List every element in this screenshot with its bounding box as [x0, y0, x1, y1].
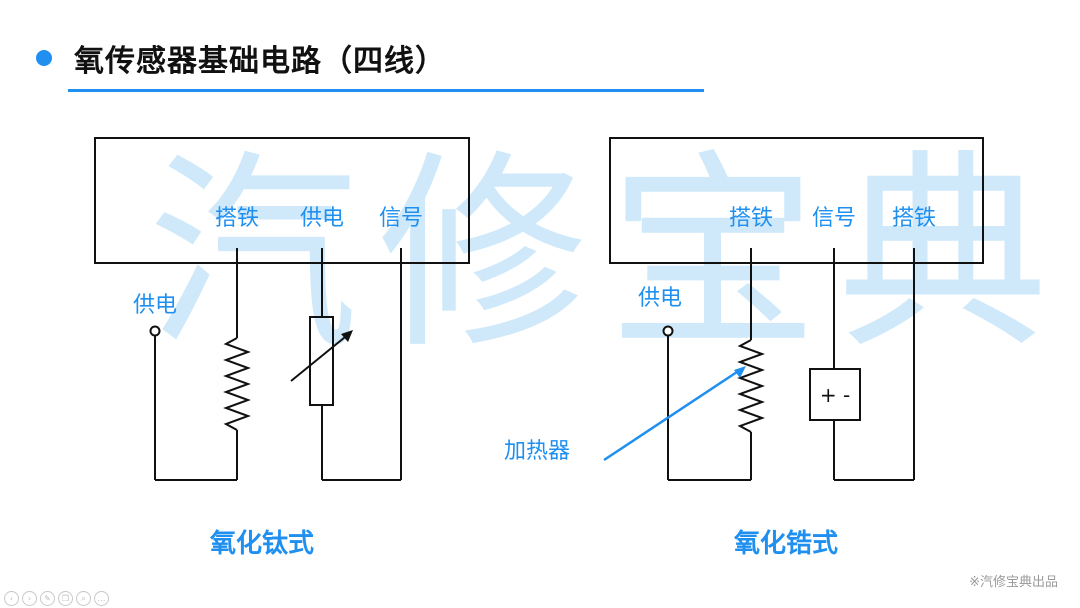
right-terminal-ground-1: 搭铁	[729, 206, 773, 231]
title-block: 氧传感器基础电路（四线）	[36, 36, 446, 80]
heater-pointer-arrow-icon	[734, 366, 746, 378]
prev-icon[interactable]: ‹	[4, 591, 19, 606]
variable-arrow-head-icon	[341, 330, 353, 342]
right-terminal-ground-2: 搭铁	[892, 206, 936, 231]
zoom-icon[interactable]: ⌕	[76, 591, 91, 606]
left-terminal-supply: 供电	[300, 206, 344, 231]
right-supply-terminal-icon	[662, 325, 674, 337]
more-icon[interactable]: …	[94, 591, 109, 606]
right-heater-resistor	[737, 339, 765, 433]
left-supply-label: 供电	[133, 293, 177, 318]
credit-text: ※汽修宝典出品	[969, 575, 1058, 590]
heater-label: 加热器	[504, 439, 570, 464]
right-caption: 氧化锆式	[733, 529, 838, 559]
left-ecu-box	[94, 137, 470, 264]
left-heater-resistor	[223, 337, 251, 431]
left-terminal-signal: 信号	[379, 206, 423, 231]
source-symbol: + -	[820, 383, 850, 407]
next-icon[interactable]: ›	[22, 591, 37, 606]
right-ecu-box	[609, 137, 984, 264]
left-supply-terminal-icon	[149, 325, 161, 337]
page-title: 氧传感器基础电路（四线）	[74, 44, 446, 79]
title-underline	[68, 89, 704, 92]
left-variable-resistor	[309, 316, 334, 406]
left-caption: 氧化钛式	[209, 529, 314, 559]
edit-icon[interactable]: ✎	[40, 591, 55, 606]
copy-icon[interactable]: ❐	[58, 591, 73, 606]
right-terminal-signal: 信号	[812, 206, 856, 231]
heater-pointer-line	[603, 368, 741, 462]
title-bullet-icon	[36, 50, 52, 66]
left-terminal-ground: 搭铁	[215, 206, 259, 231]
watermark: 汽修宝典	[148, 132, 1069, 377]
right-supply-label: 供电	[638, 286, 682, 311]
slide-toolbar: ‹ › ✎ ❐ ⌕ …	[4, 591, 109, 606]
